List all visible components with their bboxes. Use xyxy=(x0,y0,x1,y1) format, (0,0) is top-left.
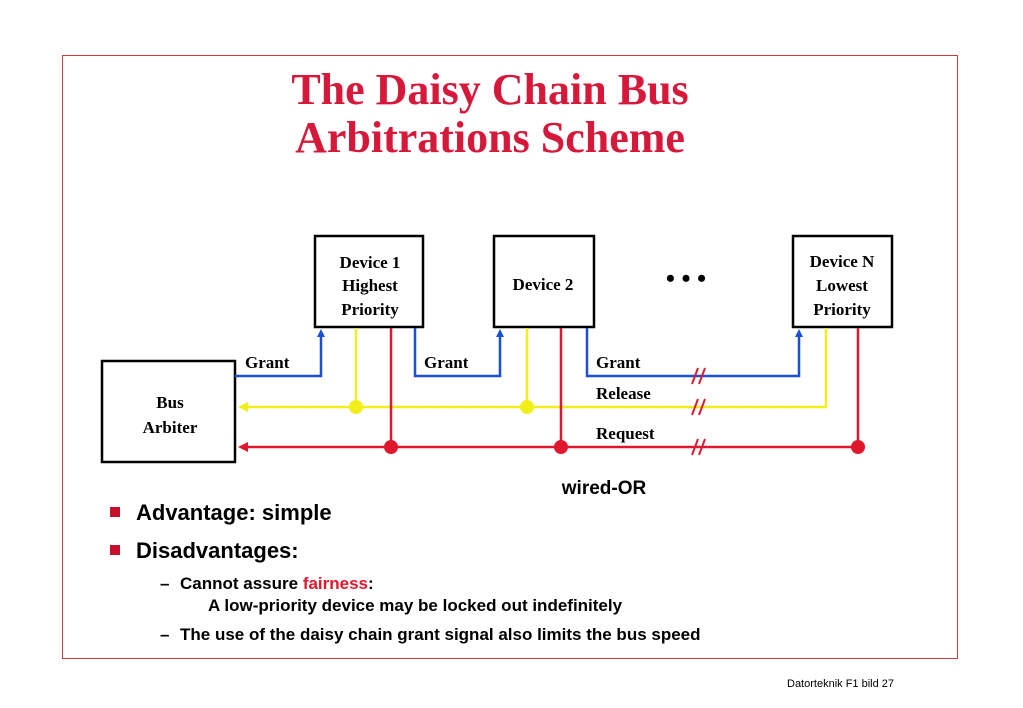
device-2-label: Device 2 xyxy=(513,275,574,294)
break-mark-release xyxy=(691,398,706,416)
dash-marker: – xyxy=(160,574,170,593)
device-n-label-line-1: Device N xyxy=(810,252,875,271)
title-line-1: The Daisy Chain Bus xyxy=(291,65,689,114)
request-junction-devicen xyxy=(851,440,865,454)
sub-bullet-fairness: –Cannot assure fairness: xyxy=(160,574,374,594)
ellipsis-dots: • • • xyxy=(666,264,706,293)
break-mark-request xyxy=(691,438,706,456)
release-label: Release xyxy=(596,384,651,403)
bullet-advantage: Advantage: simple xyxy=(110,500,332,526)
wired-or-label: wired-OR xyxy=(561,478,647,499)
device-1-label-line-2: Highest xyxy=(342,276,398,295)
device-n-label-line-2: Lowest xyxy=(816,276,868,295)
disadvantages-text: Disadvantages: xyxy=(136,538,299,563)
request-bus-line xyxy=(238,328,860,452)
device-n-box xyxy=(791,234,894,329)
sub-bullet-fairness-line-2: A low-priority device may be locked out … xyxy=(208,596,623,615)
break-mark-grant xyxy=(691,367,706,385)
device-n-label-line-3: Priority xyxy=(813,300,871,319)
bullet-disadvantages: Disadvantages: xyxy=(110,538,299,564)
grant-label-3: Grant xyxy=(596,353,641,372)
sub-bullet-speed: –The use of the daisy chain grant signal… xyxy=(160,625,701,645)
bullet-square-icon xyxy=(110,545,120,556)
device-1-label-line-1: Device 1 xyxy=(340,253,401,272)
title-line-2: Arbitrations Scheme xyxy=(295,113,685,162)
bus-arbiter-box xyxy=(100,359,237,464)
grant-label-2: Grant xyxy=(424,353,469,372)
slide-footer: Datorteknik F1 bild 27 xyxy=(787,678,894,690)
arbiter-label-line-1: Bus xyxy=(156,393,184,412)
slide-title: The Daisy Chain Bus Arbitrations Scheme xyxy=(240,66,740,162)
grant-line-device2-to-devicen xyxy=(585,328,803,378)
release-bus-line xyxy=(238,328,828,412)
fairness-highlight: fairness xyxy=(302,574,369,593)
grant-line-arbiter-to-device1 xyxy=(235,329,325,378)
arbiter-label-line-2: Arbiter xyxy=(143,418,198,437)
fairness-suffix: : xyxy=(368,574,374,593)
request-label: Request xyxy=(596,424,655,443)
request-junction-device1 xyxy=(384,440,398,454)
dash-marker: – xyxy=(160,625,170,644)
speed-text: The use of the daisy chain grant signal … xyxy=(180,625,701,644)
release-junction-device1 xyxy=(349,400,363,414)
release-junction-device2 xyxy=(520,400,534,414)
advantage-text: Advantage: simple xyxy=(136,500,332,525)
grant-line-device1-to-device2 xyxy=(413,328,504,378)
bullet-square-icon xyxy=(110,507,120,518)
grant-label-1: Grant xyxy=(245,353,290,372)
request-junction-device2 xyxy=(554,440,568,454)
device-1-box xyxy=(313,234,425,329)
device-1-label-line-3: Priority xyxy=(341,300,399,319)
fairness-prefix: Cannot assure xyxy=(180,574,303,593)
slide-frame xyxy=(62,55,958,659)
device-2-box xyxy=(492,234,596,329)
